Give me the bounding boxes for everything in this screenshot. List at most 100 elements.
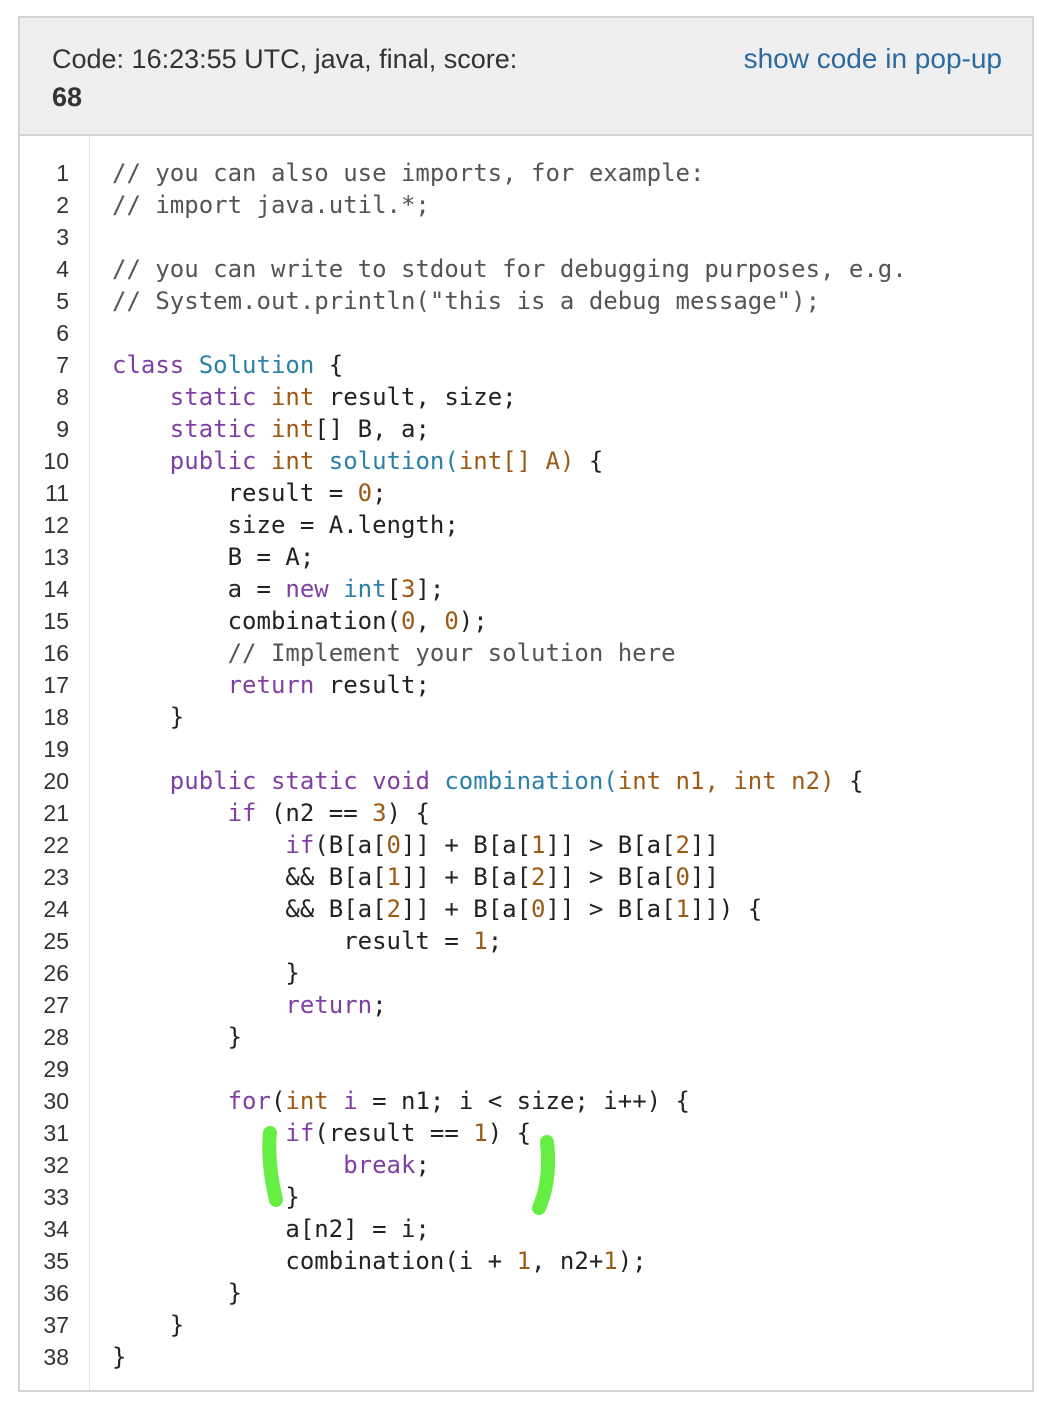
code-token: 0	[444, 607, 459, 635]
line-number: 34	[43, 1216, 69, 1242]
code-token: = n1; i < size; i++) {	[357, 1087, 691, 1115]
code-token: combination(	[112, 607, 401, 635]
code-line: }	[112, 957, 300, 989]
code-token: [] A)	[502, 447, 575, 475]
line-number: 36	[43, 1280, 69, 1306]
code-line: // you can write to stdout for debugging…	[112, 253, 907, 285]
code-token: ]] + B[a[	[401, 863, 532, 891]
code-line: public int solution(int[] A) {	[112, 445, 604, 477]
code-line: && B[a[2]] + B[a[0]] > B[a[1]]) {	[112, 893, 762, 925]
line-number: 11	[45, 480, 69, 506]
code-token: );	[458, 607, 488, 635]
line-number: 27	[43, 992, 69, 1018]
code-line: if(B[a[0]] + B[a[1]] > B[a[2]]	[112, 829, 719, 861]
code-token: ]] > B[a[	[545, 895, 676, 923]
code-token: int	[285, 1087, 329, 1115]
green-highlight-left-mark	[262, 1126, 283, 1207]
code-token: {	[574, 447, 604, 475]
code-token: static	[169, 415, 257, 443]
code-token: ) {	[386, 799, 430, 827]
code-token: }	[112, 703, 185, 731]
line-number: 10	[43, 448, 69, 474]
code-token: result =	[112, 927, 474, 955]
code-token: 1	[516, 1247, 532, 1275]
code-token: static	[270, 767, 358, 795]
code-line: for(int i = n1; i < size; i++) {	[112, 1085, 690, 1117]
code-token: ;	[487, 927, 503, 955]
show-code-popup-link[interactable]: show code in pop-up	[743, 43, 1002, 74]
code-token: {	[314, 351, 344, 379]
code-token: 3	[401, 575, 416, 603]
code-token: // System.out.println("this is a debug m…	[112, 287, 821, 315]
code-token: int	[733, 767, 777, 795]
code-token: 0	[531, 895, 546, 923]
code-line: }	[112, 1341, 126, 1373]
code-token: ;	[372, 479, 387, 507]
code-line: a[n2] = i;	[112, 1213, 430, 1245]
code-token: // you can also use imports, for example…	[112, 159, 705, 187]
code-token: // Implement your solution here	[112, 639, 676, 667]
code-title: Code: 16:23:55 UTC, java, final, score:	[52, 44, 518, 74]
code-token: void	[372, 767, 430, 795]
code-line: && B[a[1]] + B[a[2]] > B[a[0]]	[112, 861, 719, 893]
code-line: // you can also use imports, for example…	[112, 157, 704, 189]
line-number: 23	[43, 864, 69, 890]
code-line: }	[112, 1181, 299, 1213]
code-line: combination(i + 1, n2+1);	[112, 1245, 647, 1277]
code-line: if (n2 == 3) {	[112, 797, 430, 829]
code-line: static int[] B, a;	[112, 413, 430, 445]
code-token: if	[285, 831, 315, 859]
code-line: static int result, size;	[112, 381, 517, 413]
code-token: 1	[386, 863, 401, 891]
line-number: 24	[43, 896, 69, 922]
code-token: new	[285, 575, 329, 603]
code-token: && B[a[	[112, 863, 387, 891]
line-number: 38	[43, 1344, 69, 1370]
line-number: 28	[43, 1024, 69, 1050]
code-token: ,	[415, 607, 445, 635]
line-number: 20	[43, 768, 69, 794]
code-token: (result ==	[314, 1119, 474, 1147]
code-token: 0	[675, 863, 690, 891]
code-token: 0	[386, 831, 401, 859]
code-token: break	[343, 1151, 416, 1179]
code-token: }	[112, 959, 300, 987]
line-number: 33	[43, 1184, 69, 1210]
line-number: 9	[56, 416, 69, 442]
code-token: result, size;	[314, 383, 517, 411]
code-token: , n2+	[531, 1247, 604, 1275]
code-token: );	[617, 1247, 647, 1275]
code-token: && B[a[	[112, 895, 387, 923]
code-token: for	[227, 1087, 271, 1115]
line-number: 4	[56, 256, 69, 282]
code-line: // Implement your solution here	[112, 637, 676, 669]
line-number: 35	[43, 1248, 69, 1274]
code-token: ]]) {	[690, 895, 763, 923]
code-token: public	[169, 447, 257, 475]
code-line: }	[112, 1309, 184, 1341]
line-number: 15	[43, 608, 69, 634]
code-token: ]]	[690, 831, 719, 859]
line-number: 16	[43, 640, 69, 666]
code-token: static	[169, 383, 257, 411]
code-token: n2)	[776, 767, 835, 795]
code-line: public static void combination(int n1, i…	[112, 765, 864, 797]
line-number: 8	[56, 384, 69, 410]
code-token: ];	[415, 575, 445, 603]
line-number: 19	[43, 736, 69, 762]
line-number: 31	[43, 1120, 69, 1146]
code-token: 2	[386, 895, 401, 923]
code-token: // you can write to stdout for debugging…	[112, 255, 907, 283]
code-token: {	[834, 767, 864, 795]
line-number: 13	[43, 544, 69, 570]
code-token: ) {	[487, 1119, 532, 1147]
code-line: // System.out.println("this is a debug m…	[112, 285, 820, 317]
code-token: ]]	[690, 863, 719, 891]
code-line: if(result == 1) {	[112, 1117, 531, 1149]
code-token: (n2 ==	[256, 799, 373, 827]
line-number: 30	[43, 1088, 69, 1114]
code-token: B = A;	[112, 543, 315, 571]
code-token: }	[112, 1023, 243, 1051]
line-number: 29	[43, 1056, 69, 1082]
